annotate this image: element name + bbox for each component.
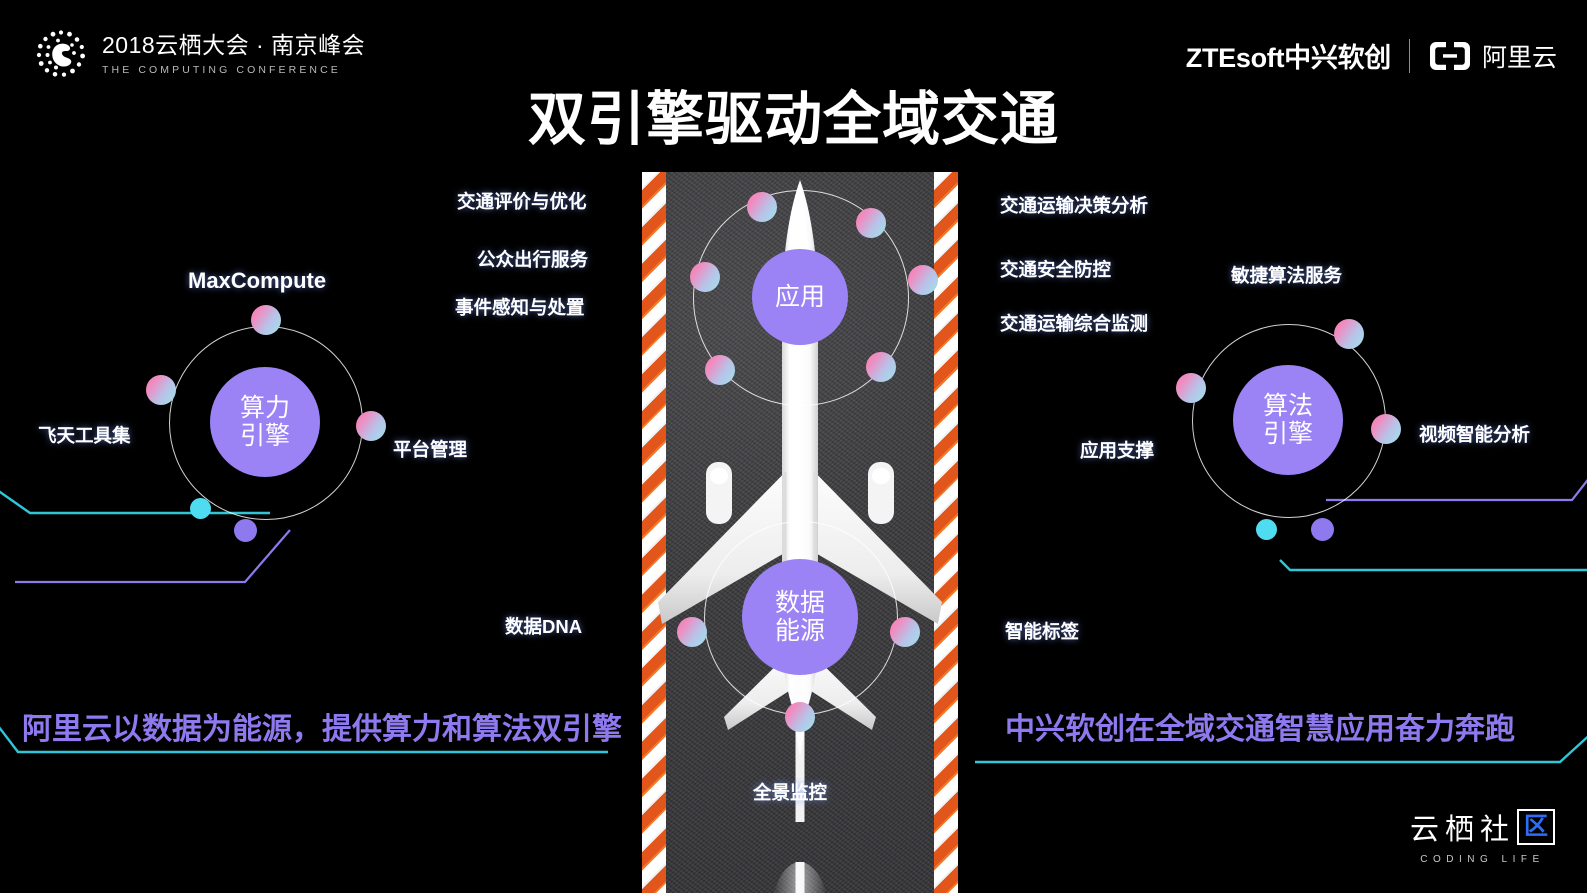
alibaba-cloud-logo: 阿里云: [1428, 38, 1557, 74]
yunqi-logo-row: 云栖社 区: [1410, 806, 1555, 848]
left-engine-label-top: MaxCompute: [188, 268, 327, 293]
label-traffic-safety-control: 交通安全防控: [1000, 259, 1112, 280]
right-engine-label-top: 敏捷算法服务: [1231, 265, 1343, 286]
label-data-dna: 数据DNA: [505, 616, 583, 637]
left-engine-core-line1: 算力: [239, 393, 290, 422]
runway-stripe-left: [642, 172, 666, 893]
data-energy-node-left: [677, 617, 707, 647]
yunqi-community-logo: 云栖社 区 CODING LIFE: [1410, 806, 1555, 865]
label-transport-decision-analysis: 交通运输决策分析: [1000, 195, 1149, 216]
application-node-5: [705, 355, 735, 385]
application-node-6: [866, 352, 896, 382]
yunqi-logo-box-glyph: 区: [1524, 813, 1548, 840]
label-public-travel-service: 公众出行服务: [477, 249, 589, 270]
application-core: 应用: [752, 249, 848, 345]
label-transport-monitoring: 交通运输综合监测: [1000, 313, 1149, 334]
right-engine-core-line2: 引擎: [1262, 419, 1313, 448]
data-energy-node-bottom: [785, 702, 815, 732]
left-engine-core: 算力 引擎: [210, 367, 320, 477]
data-energy-core-line2: 能源: [774, 616, 825, 645]
runway-stripe-right: [934, 172, 958, 893]
right-engine-label-left: 应用支撑: [1080, 440, 1155, 461]
yunqi-dots-logo-icon: [34, 27, 88, 81]
left-engine-node-right: [356, 411, 386, 441]
right-engine-label-right: 视频智能分析: [1419, 424, 1531, 445]
runway-centerline-upper: [795, 732, 805, 822]
left-engine-node-top: [251, 305, 281, 335]
application-node-2: [856, 208, 886, 238]
application-node-4: [908, 265, 938, 295]
alibaba-cloud-text: 阿里云: [1481, 43, 1557, 72]
right-engine-node-purple: [1311, 518, 1334, 541]
data-energy-core-line1: 数据: [774, 588, 825, 617]
page-title: 双引擎驱动全域交通: [527, 87, 1059, 152]
left-engine-core-line2: 引擎: [239, 421, 290, 450]
application-core-label: 应用: [774, 282, 825, 311]
tagline-right: 中兴软创在全域交通智慧应用奋力奔跑: [1005, 713, 1515, 746]
left-engine-node-purple: [234, 519, 257, 542]
conference-logo-text: 2018云栖大会 · 南京峰会 THE COMPUTING CONFERENCE: [102, 32, 365, 75]
left-engine-node-cyan: [190, 498, 211, 519]
conference-logo: 2018云栖大会 · 南京峰会 THE COMPUTING CONFERENCE: [34, 27, 365, 81]
ztesoft-logo-text: ZTEsoft中兴软创: [1185, 43, 1391, 73]
application-node-1: [747, 192, 777, 222]
data-energy-node-right: [890, 617, 920, 647]
right-engine-node-cyan: [1256, 519, 1277, 540]
label-smart-tag: 智能标签: [1005, 621, 1080, 642]
partner-brandbar: ZTEsoft中兴软创 阿里云: [1186, 36, 1557, 75]
yunqi-logo-box-icon: 区: [1517, 809, 1555, 845]
label-traffic-evaluation: 交通评价与优化: [457, 191, 587, 212]
left-engine-label-left: 飞天工具集: [38, 425, 131, 446]
conference-title-en: THE COMPUTING CONFERENCE: [102, 63, 341, 76]
right-engine-node-right: [1371, 414, 1401, 444]
left-engine-node-left: [146, 375, 176, 405]
left-engine-label-right: 平台管理: [393, 439, 468, 460]
conference-title-cn: 2018云栖大会 · 南京峰会: [102, 32, 366, 59]
label-event-perception: 事件感知与处置: [455, 297, 585, 318]
right-engine-core-line1: 算法: [1262, 391, 1313, 420]
right-engine-node-top-right: [1334, 319, 1364, 349]
right-engine-node-left: [1176, 373, 1206, 403]
tagline-left: 阿里云以数据为能源，提供算力和算法双引擎: [22, 713, 622, 746]
brand-divider: [1408, 38, 1410, 73]
yunqi-logo-en: CODING LIFE: [1420, 854, 1545, 865]
application-node-3: [690, 262, 720, 292]
yunqi-logo-cn: 云栖社: [1409, 814, 1515, 846]
data-energy-core: 数据 能源: [742, 559, 858, 675]
right-engine-core: 算法 引擎: [1233, 365, 1343, 475]
application-orbit-ring: [693, 190, 909, 406]
panorama-monitoring-label: 全景监控: [753, 782, 828, 803]
alibaba-cloud-mark-icon: [1428, 41, 1472, 70]
